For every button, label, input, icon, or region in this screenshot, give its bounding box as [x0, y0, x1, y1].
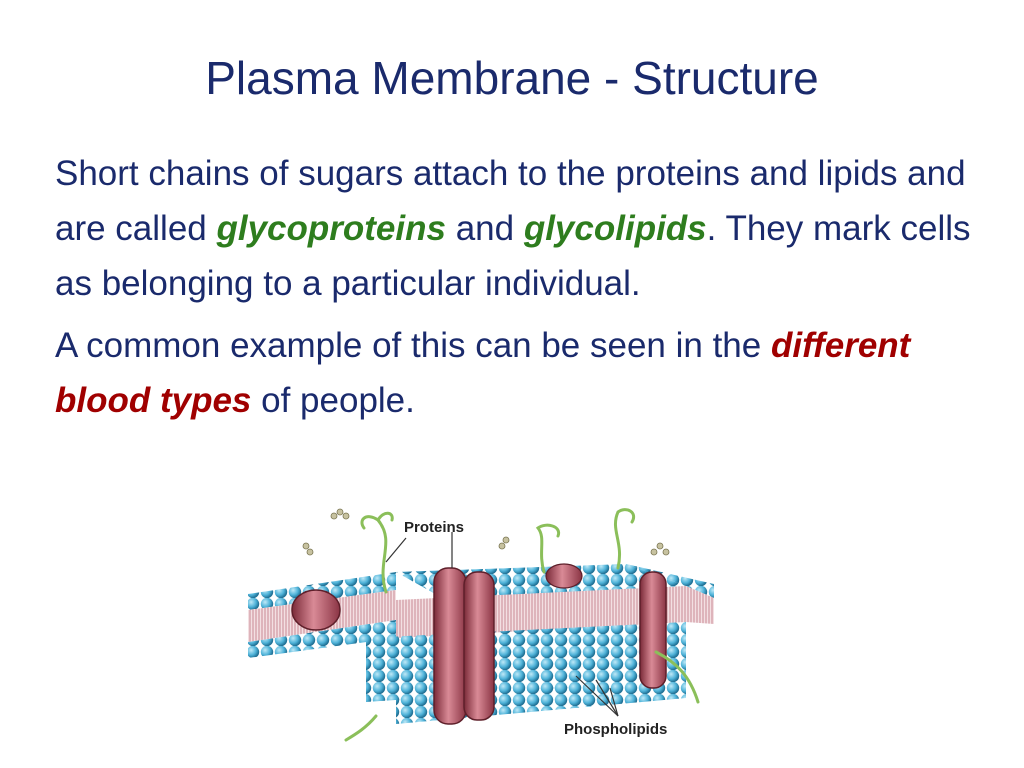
- label-phospholipids: Phospholipids: [564, 721, 667, 738]
- term-glycolipids: glycolipids: [523, 209, 707, 248]
- leader-lines: [385, 532, 619, 717]
- para1-text-2: and: [445, 209, 524, 248]
- right-bilayer-tails: [686, 586, 714, 624]
- slide-title: Plasma Membrane - Structure: [205, 52, 819, 104]
- slide-body: Short chains of sugars attach to the pro…: [55, 146, 985, 428]
- protein-channel-center: [433, 567, 495, 725]
- para1-text-1: Short chains of sugars attach to the pro…: [55, 154, 966, 248]
- right-bilayer-heads: [626, 564, 714, 598]
- protein-left-peripheral: [291, 589, 341, 631]
- sugar-beads: [302, 508, 670, 556]
- label-proteins: Proteins: [404, 519, 464, 536]
- para2-text-1: A common example of this can be seen in …: [55, 326, 771, 365]
- paragraph-blood-types: A common example of this can be seen in …: [55, 318, 985, 428]
- membrane-diagram: Proteins Phospholipids: [248, 508, 714, 742]
- term-blood-types: different blood types: [55, 326, 911, 420]
- paragraph-glyco: Short chains of sugars attach to the pro…: [55, 146, 985, 311]
- para1-text-3: . They mark cells as belonging to a part…: [55, 209, 971, 303]
- para2-text-2: of people.: [251, 381, 415, 420]
- term-glycoproteins: glycoproteins: [216, 209, 446, 248]
- protein-back: [545, 563, 583, 589]
- sugar-chains: [344, 508, 700, 742]
- left-bilayer-bottom-heads: [248, 620, 396, 658]
- protein-right: [639, 571, 667, 689]
